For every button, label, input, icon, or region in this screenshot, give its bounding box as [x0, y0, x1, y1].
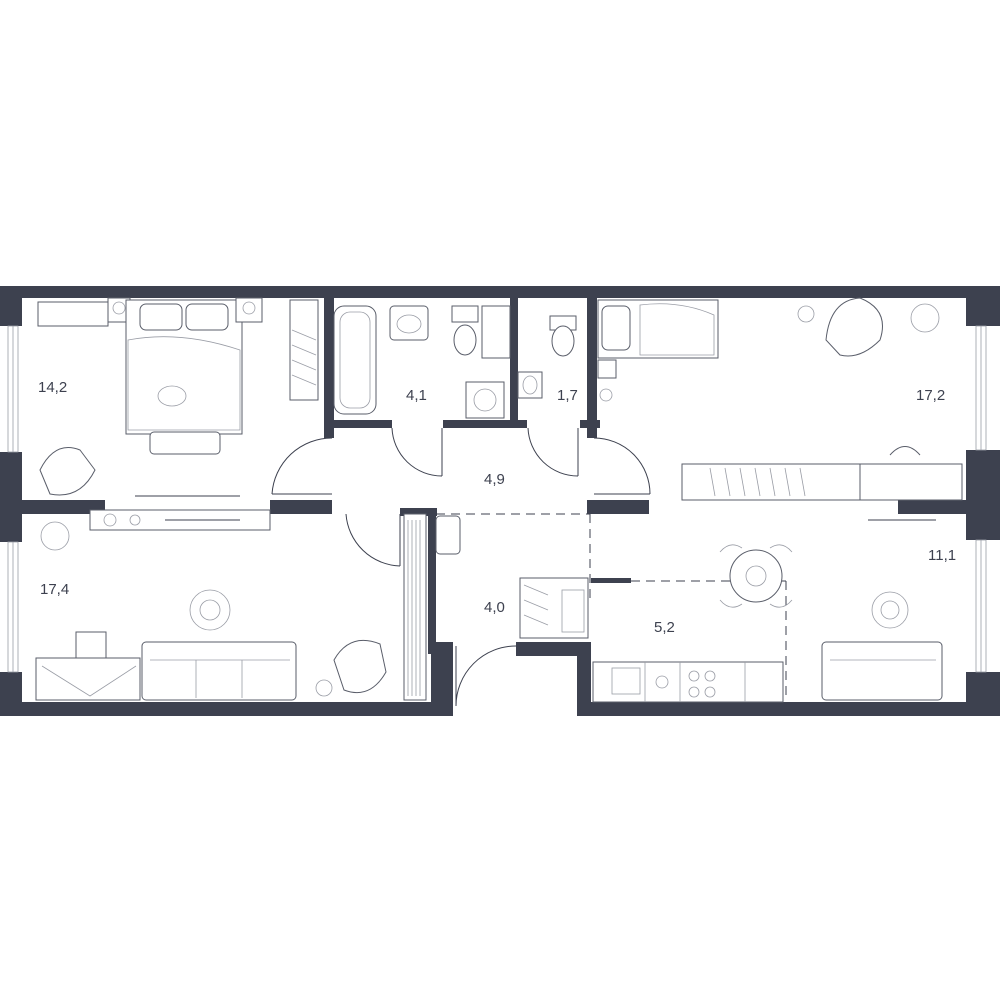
kitchen-furniture: [592, 661, 784, 703]
area-label-kitchen: 5,2: [654, 619, 675, 636]
windows: [7, 325, 987, 673]
toilet-furniture: [517, 315, 577, 399]
doors: [271, 427, 651, 707]
bathroom-furniture: [333, 305, 511, 419]
area-label-bathroom: 4,1: [406, 387, 427, 404]
bedroom-1-furniture: [37, 297, 319, 497]
area-label-living-room: 17,4: [40, 581, 69, 598]
area-labels: 14,2 4,1 1,7 17,2 4,9 17,4 4,0 5,2 11,1: [38, 379, 956, 636]
area-label-dining-room: 11,1: [928, 547, 956, 564]
area-label-bedroom-1: 14,2: [38, 379, 67, 396]
walls: [0, 286, 1000, 716]
area-label-bedroom-2: 17,2: [916, 387, 945, 404]
bedroom-2-furniture: [597, 297, 963, 501]
entrance-furniture: [435, 515, 589, 639]
zone-boundaries: [436, 513, 787, 700]
area-label-hallway: 4,9: [484, 471, 505, 488]
area-label-entrance-hall: 4,0: [484, 599, 505, 616]
area-label-toilet: 1,7: [557, 387, 578, 404]
living-room-furniture: [35, 509, 427, 701]
dining-furniture: [719, 519, 943, 701]
